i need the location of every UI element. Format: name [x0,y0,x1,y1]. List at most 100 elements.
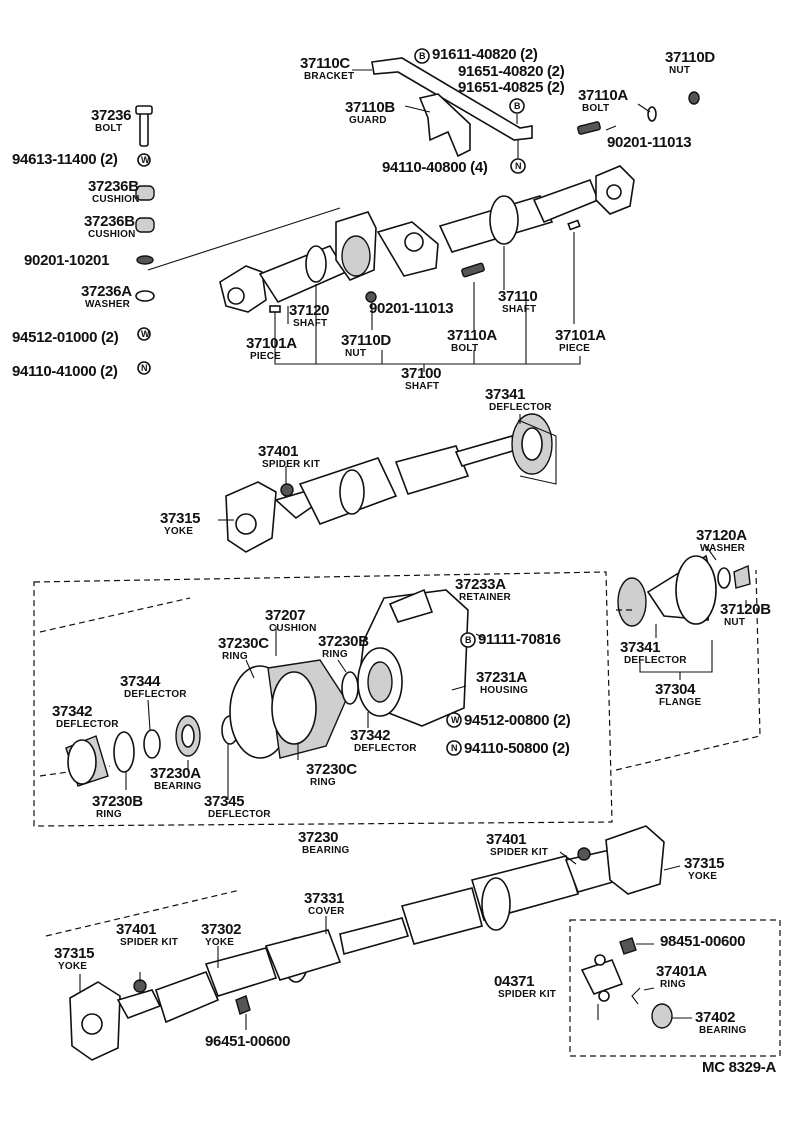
part-number: 37230A [150,765,201,782]
part-name: NUT [724,617,745,628]
callout-c11: 94110-40800 (4) [382,159,488,176]
svg-text:W: W [141,155,150,165]
center-bearing-detail: B W N [33,571,613,827]
part-name: PIECE [559,343,590,354]
part-number: 96451-00600 [205,1033,290,1050]
part-number: 37110 [498,288,537,305]
detail-box [33,571,613,827]
part-number: 37207 [265,607,305,624]
dust-cover [264,929,342,981]
cushion-37236b-upper [135,185,155,201]
part-number: 90201-10201 [24,252,109,269]
slip-yoke [204,947,278,997]
part-number: 04371 [494,973,534,990]
flange-group [615,545,761,771]
callout-c19: 94512-01000 (2) [12,329,119,346]
part-name: BOLT [451,343,478,354]
part-number: 91611-40820 (2) [432,46,538,63]
front-shaft-tube [258,245,348,304]
part-number: 37236 [91,107,131,124]
part-number: 37230B [318,633,369,650]
part-name: SHAFT [293,318,327,329]
part-number: 37101A [246,335,297,352]
guard-part [418,93,471,158]
bolt-37236 [139,109,149,147]
callout-c10: 94613-11400 (2) [12,151,118,168]
part-number: 37120 [289,302,329,319]
part-number: 94110-50800 (2) [464,740,570,757]
part-number: 37110D [341,332,391,349]
part-name: YOKE [205,937,234,948]
diagram-code: MC 8329-A [702,1059,776,1076]
front-flange-yoke [219,265,267,313]
part-number: 94613-11400 (2) [12,151,118,168]
part-number: 98451-00600 [660,933,745,950]
svg-text:B: B [419,51,426,61]
bracket-part [371,57,533,141]
part-name: BRACKET [304,71,354,82]
part-name: BOLT [95,123,122,134]
part-name: SHAFT [502,304,536,315]
part-number: 37341 [620,639,660,656]
top-propeller-shaft: W W N B B N [135,48,700,375]
part-number: 37120B [720,601,771,618]
callout-c3: 91651-40820 (2) [458,63,565,80]
part-name: WASHER [700,543,746,554]
callout-c59: 96451-00600 [205,1033,290,1050]
part-name: GUARD [349,115,387,126]
middle-shaft-tube [394,445,470,495]
part-name: COVER [308,906,345,917]
part-name: BEARING [699,1025,747,1036]
part-number: 37236B [88,178,139,195]
part-number: 37110D [665,49,715,66]
callout-c24: 94110-41000 (2) [12,363,118,380]
bottom-propeller-shaft [45,825,781,1061]
part-number: 37342 [350,727,390,744]
part-name: NUT [669,65,690,76]
part-number: 37236B [84,213,135,230]
part-number: 90201-11013 [369,300,453,317]
snap-ring-left [113,731,135,773]
part-number: 37110C [300,55,350,72]
part-number: 94110-41000 (2) [12,363,118,380]
part-number: 91651-40825 (2) [458,79,565,96]
part-name: SPIDER KIT [262,459,320,470]
part-name: BEARING [154,781,202,792]
part-number: 90201-11013 [607,134,691,151]
part-number: 37101A [555,327,606,344]
cushion-37236b-lower [135,217,155,233]
callout-c52: 98451-00600 [660,933,745,950]
part-number: 37315 [160,510,200,527]
part-number: 37401 [258,443,298,460]
part-number: 94110-40800 (4) [382,159,488,176]
part-number: 37344 [120,673,161,690]
svg-text:B: B [465,635,472,645]
